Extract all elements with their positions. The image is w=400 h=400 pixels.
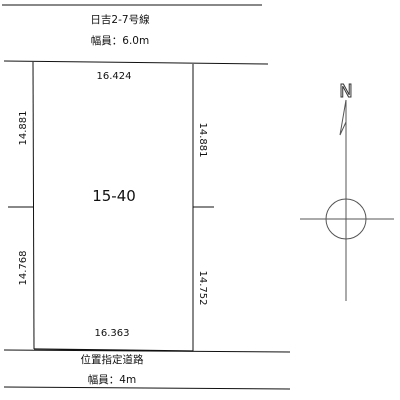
lot-top-edge: [3, 60, 269, 65]
edge-length-right-lower: 14.752: [197, 271, 208, 306]
edge-length-bottom: 16.363: [95, 328, 130, 339]
north-road-name: 日吉2-7号線: [90, 13, 150, 26]
lot-number: 15-40: [92, 187, 136, 205]
south-road-width: 幅員：4m: [88, 373, 136, 386]
edge-length-top: 16.424: [97, 71, 132, 82]
north-road-width: 幅員：6.0m: [91, 34, 149, 47]
south-road-top-line: [3, 349, 291, 353]
compass-north-label: N: [339, 81, 352, 102]
edge-length-left-lower: 14.768: [18, 251, 29, 286]
south-road-bottom-line: [3, 386, 291, 390]
lot-left-edge: [32, 61, 35, 350]
north-arrow-icon: N: [300, 81, 394, 301]
compass-arrow-flag: [339, 99, 347, 136]
south-road-name: 位置指定道路: [81, 353, 144, 366]
lot-parcel: [3, 60, 269, 352]
compass-circle: [325, 198, 367, 240]
edge-length-left-upper: 14.881: [18, 111, 29, 146]
edge-length-right-upper: 14.881: [197, 123, 208, 158]
